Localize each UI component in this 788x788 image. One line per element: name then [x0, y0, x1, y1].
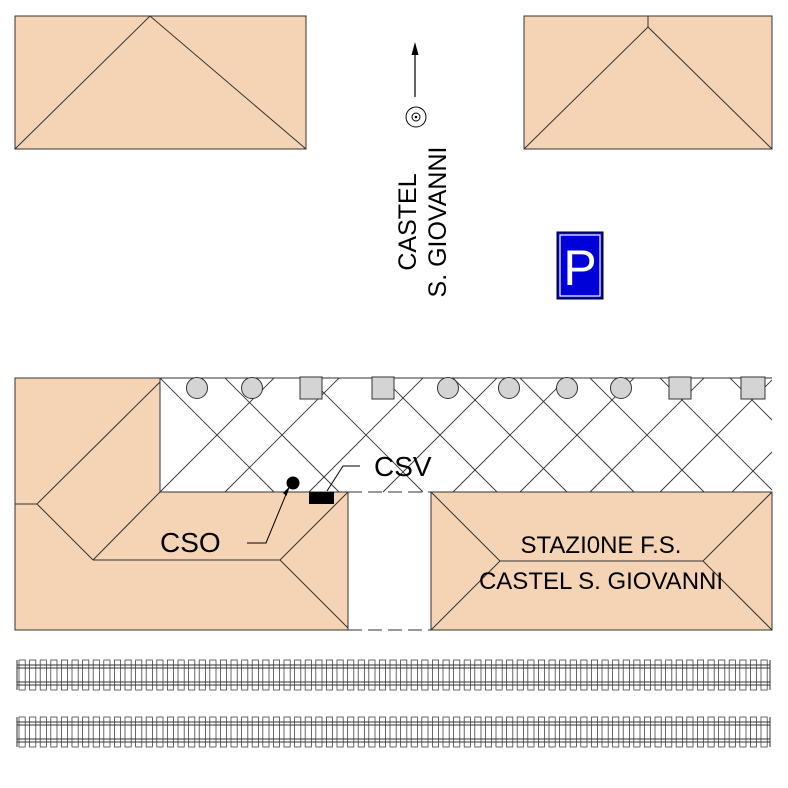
- railway-track-upper: [16, 659, 771, 691]
- parking-letter: P: [563, 240, 596, 296]
- passage-dashed-lines: [348, 491, 431, 631]
- railway-track-lower: [16, 716, 771, 748]
- building-top-right: [523, 15, 773, 150]
- arrow-up-icon: [411, 42, 419, 97]
- cso-label: CSO: [160, 527, 221, 558]
- column-round: [241, 377, 263, 399]
- parking-sign-icon: P: [556, 231, 604, 300]
- csv-label: CSV: [374, 451, 432, 482]
- column-round: [186, 377, 208, 399]
- building-left: [14, 377, 349, 631]
- street-name-line2: S. GIOVANNI: [424, 147, 452, 298]
- building-top-left: [14, 15, 307, 150]
- column-square: [299, 376, 323, 400]
- target-icon: [405, 106, 427, 128]
- cso-marker: [247, 476, 300, 544]
- column-square: [668, 376, 692, 400]
- column-square: [740, 376, 766, 400]
- station-name-line1: STAZI0NE F.S.: [521, 532, 682, 559]
- column-square: [371, 376, 395, 400]
- column-round: [610, 377, 632, 399]
- canopy-columns: [186, 376, 766, 400]
- street-name-line1: CASTEL: [394, 173, 422, 270]
- column-round: [498, 377, 520, 399]
- csv-marker: [309, 465, 360, 504]
- column-round: [437, 377, 459, 399]
- station-name-line2: CASTEL S. GIOVANNI: [479, 568, 723, 595]
- column-round: [556, 377, 578, 399]
- station-building: [430, 491, 773, 631]
